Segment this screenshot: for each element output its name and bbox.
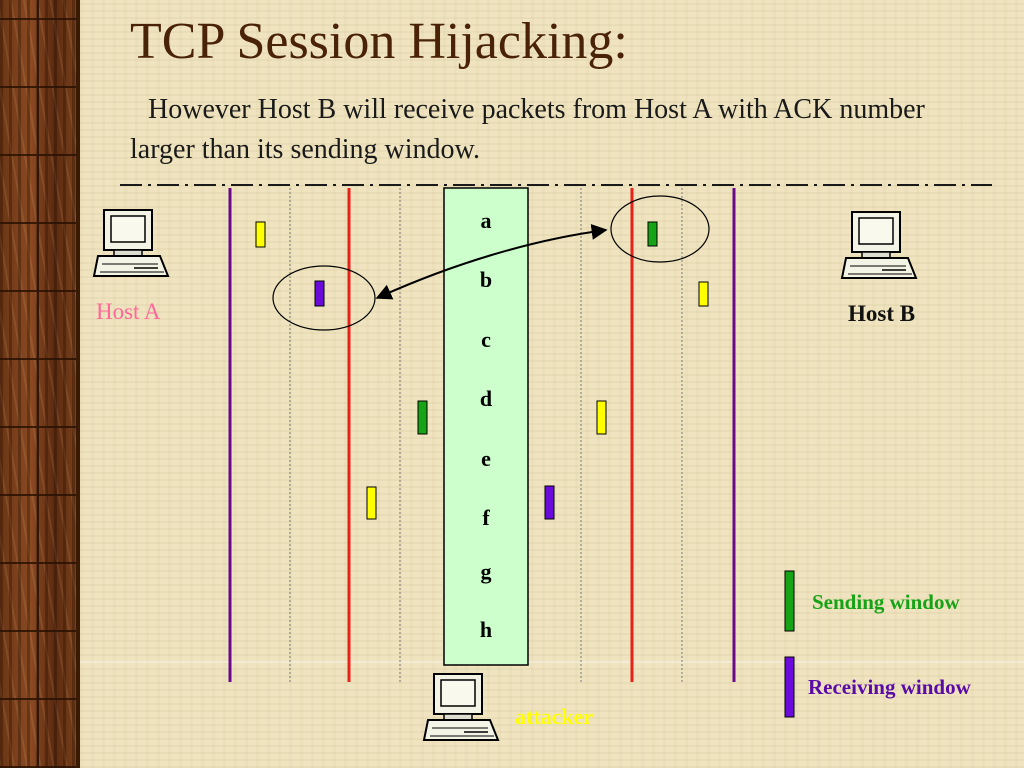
sequence-letter: h <box>479 617 493 642</box>
legend-receiving-label: Receiving window <box>808 675 971 699</box>
legend-sending-swatch <box>784 570 795 632</box>
sequence-letter: e <box>481 446 491 471</box>
packet-purple <box>544 485 555 520</box>
packet-yellow <box>255 221 266 248</box>
packet-green <box>647 221 658 247</box>
highlight-ellipse-host-a <box>272 265 376 331</box>
highlight-ellipse-host-b <box>610 195 710 263</box>
sidebar-tiles <box>0 0 78 768</box>
packet-green <box>417 400 428 435</box>
sequence-letter: f <box>482 505 490 530</box>
slide-background <box>80 0 1024 768</box>
sequence-letter: a <box>480 208 492 233</box>
attacker-label: attacker <box>515 704 594 729</box>
packet-yellow <box>366 486 377 520</box>
ack-arrow <box>375 223 608 300</box>
sequence-letter: c <box>481 327 491 352</box>
slide-title: TCP Session Hijacking: <box>130 13 628 70</box>
sequence-letter: d <box>479 386 493 411</box>
packet-yellow <box>698 281 709 307</box>
host-a-label: Host A <box>96 299 161 324</box>
attacker-computer-icon <box>423 673 499 741</box>
slide-subtitle: However Host B will receive packets from… <box>130 94 925 165</box>
sequence-letter: b <box>479 267 493 292</box>
host-b-label: Host B <box>848 301 916 326</box>
packet-yellow <box>596 400 607 435</box>
sidebar-edge <box>76 0 80 768</box>
legend-sending-label: Sending window <box>812 590 960 614</box>
host-b-computer-icon <box>841 211 917 279</box>
sequence-letter: g <box>480 559 492 584</box>
host-a-computer-icon <box>93 209 169 277</box>
packet-purple <box>314 280 325 307</box>
sequence-channel <box>443 187 529 666</box>
legend-receiving-swatch <box>784 656 795 718</box>
